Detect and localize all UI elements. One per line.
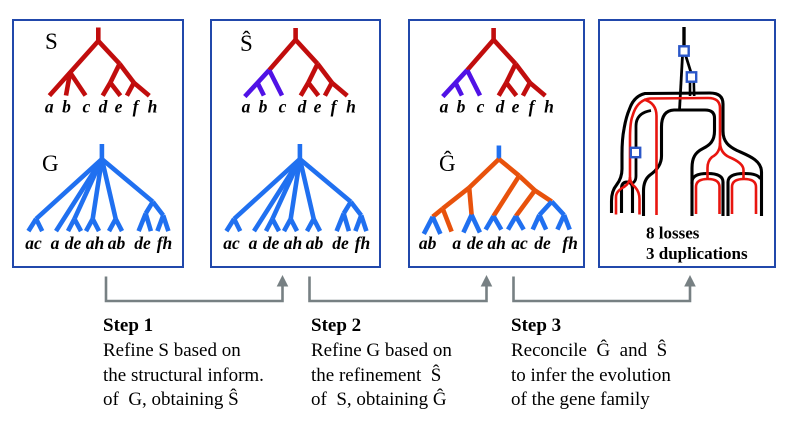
svg-text:c: c xyxy=(278,96,286,116)
svg-text:ac: ac xyxy=(25,233,42,253)
svg-text:3 duplications: 3 duplications xyxy=(646,244,748,263)
svg-text:de: de xyxy=(64,233,81,253)
svg-text:d: d xyxy=(98,96,107,116)
svg-text:G: G xyxy=(42,151,59,176)
svg-text:e: e xyxy=(114,96,122,116)
svg-text:ac: ac xyxy=(223,233,240,253)
svg-text:a: a xyxy=(241,96,250,116)
reconciliation-drawing: 8 losses 3 duplications xyxy=(609,26,763,263)
step-3-line-1: Reconcile Ĝ and Ŝ xyxy=(511,339,668,361)
svg-text:c: c xyxy=(476,96,484,116)
svg-text:h: h xyxy=(544,96,554,116)
svg-text:ah: ah xyxy=(487,233,505,253)
step-1-line-1: Refine S based on xyxy=(103,339,241,361)
svg-text:fh: fh xyxy=(354,233,370,253)
step-2-line-2: the refinement Ŝ xyxy=(311,364,442,386)
svg-text:ab: ab xyxy=(107,233,125,253)
svg-text:f: f xyxy=(132,96,140,116)
svg-text:de: de xyxy=(134,233,151,253)
step-2-title: Step 2 xyxy=(311,315,362,336)
step-3-line-2: to infer the evolution xyxy=(511,364,671,386)
svg-text:h: h xyxy=(346,96,356,116)
svg-text:c: c xyxy=(82,96,90,116)
svg-text:ab: ab xyxy=(305,233,323,253)
svg-text:fh: fh xyxy=(156,233,172,253)
svg-text:a: a xyxy=(50,233,59,253)
svg-text:de: de xyxy=(262,233,279,253)
panel-reconciliation: 8 losses 3 duplications xyxy=(598,19,776,268)
svg-text:d: d xyxy=(495,96,504,116)
svg-text:h: h xyxy=(147,96,157,116)
svg-text:ah: ah xyxy=(85,233,103,253)
svg-text:e: e xyxy=(313,96,321,116)
svg-text:de: de xyxy=(466,233,483,253)
gene-tree-g-caption: G xyxy=(42,151,59,176)
step-3-text: Step 3 Reconcile Ĝ and Ŝ to infer the ev… xyxy=(511,314,671,413)
svg-text:a: a xyxy=(248,233,257,253)
svg-text:Ĝ: Ĝ xyxy=(439,150,456,176)
step-1-title: Step 1 xyxy=(103,315,154,336)
svg-text:b: b xyxy=(258,96,267,116)
svg-text:a: a xyxy=(44,96,53,116)
svg-text:e: e xyxy=(511,96,519,116)
step-1-line-3: of G, obtaining Ŝ xyxy=(103,389,239,411)
svg-text:Ŝ: Ŝ xyxy=(240,30,253,56)
svg-text:d: d xyxy=(297,96,306,116)
svg-text:b: b xyxy=(456,96,465,116)
step-1-line-2: the structural inform. xyxy=(103,364,264,386)
step-1-text: Step 1 Refine S based on the structural … xyxy=(103,314,264,413)
svg-text:de: de xyxy=(534,233,551,253)
step-2-line-1: Refine G based on xyxy=(311,339,452,361)
svg-text:b: b xyxy=(62,96,71,116)
svg-text:S: S xyxy=(45,29,58,54)
svg-text:a: a xyxy=(439,96,448,116)
shat-caption: Ŝ xyxy=(240,30,253,56)
svg-text:f: f xyxy=(528,96,536,116)
step-2-text: Step 2 Refine G based on the refinement … xyxy=(311,314,452,413)
svg-text:a: a xyxy=(452,233,461,253)
svg-text:ab: ab xyxy=(418,233,436,253)
step-2-line-3: of S, obtaining Ĝ xyxy=(311,389,447,411)
svg-text:8 losses: 8 losses xyxy=(646,223,700,242)
svg-text:f: f xyxy=(330,96,338,116)
svg-text:de: de xyxy=(332,233,349,253)
svg-text:ah: ah xyxy=(283,233,301,253)
svg-text:fh: fh xyxy=(562,233,578,253)
step-3-title: Step 3 xyxy=(511,315,562,336)
step-3-line-3: of the gene family xyxy=(511,389,650,411)
svg-text:ac: ac xyxy=(511,233,528,253)
